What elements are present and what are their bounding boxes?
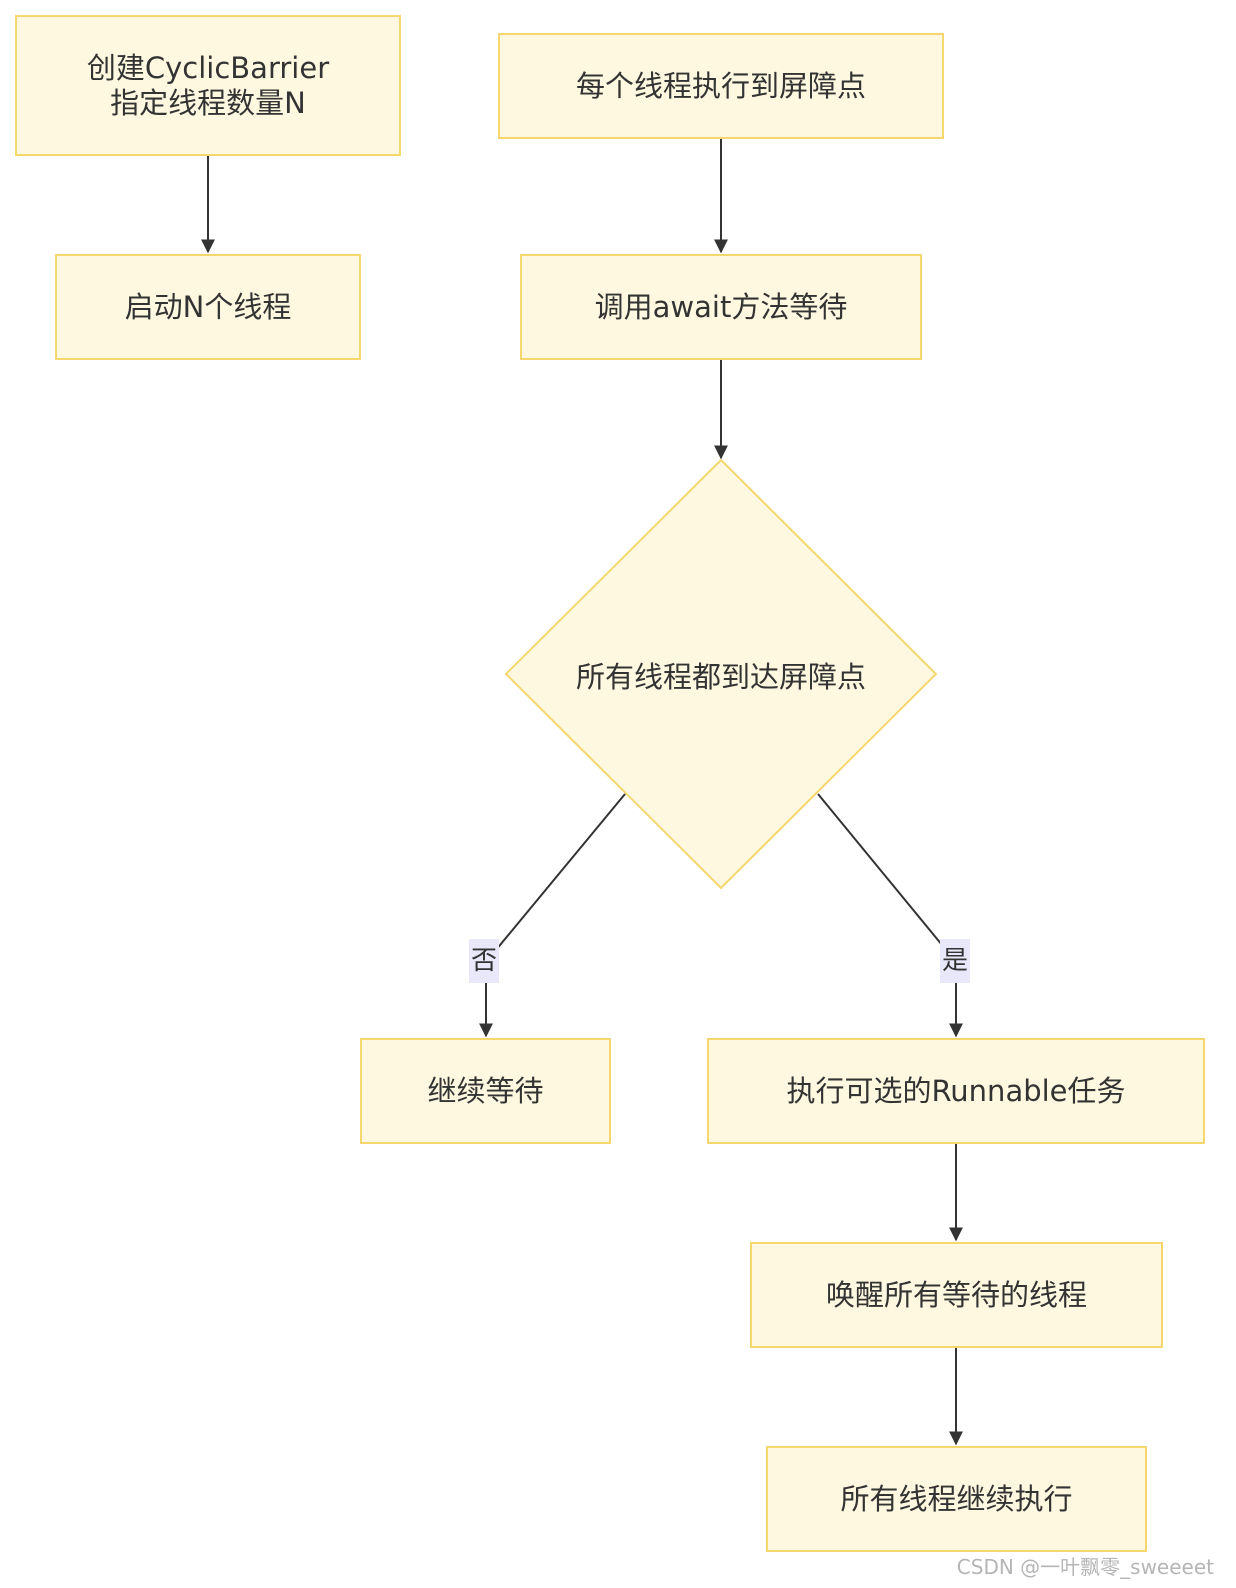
- node-call-await: 调用await方法等待: [520, 254, 922, 360]
- node-start-threads-label: 启动N个线程: [124, 289, 292, 324]
- edge-label-no: 否: [469, 939, 500, 983]
- watermark-text: CSDN @一叶飘零_sweeeet: [956, 1555, 1214, 1579]
- node-reach-barrier: 每个线程执行到屏障点: [498, 33, 944, 139]
- node-keep-waiting-label: 继续等待: [427, 1073, 544, 1108]
- node-run-runnable: 执行可选的Runnable任务: [707, 1038, 1205, 1144]
- node-wake-threads-label: 唤醒所有等待的线程: [825, 1277, 1087, 1312]
- node-call-await-label: 调用await方法等待: [594, 289, 848, 324]
- node-start-threads: 启动N个线程: [55, 254, 361, 360]
- node-keep-waiting: 继续等待: [360, 1038, 611, 1144]
- decision-diamond: [504, 458, 938, 890]
- decision-label: 所有线程都到达屏障点: [575, 660, 866, 694]
- node-create-barrier-line1: 创建CyclicBarrier: [86, 50, 330, 85]
- edge-label-yes: 是: [940, 939, 971, 983]
- node-continue-threads-label: 所有线程继续执行: [840, 1481, 1073, 1516]
- edge-decision-to-wait: [479, 793, 626, 1038]
- edge-decision-to-runnable: [817, 793, 963, 1038]
- node-continue-threads: 所有线程继续执行: [766, 1446, 1147, 1552]
- node-create-barrier: 创建CyclicBarrier 指定线程数量N: [15, 15, 401, 156]
- node-run-runnable-label: 执行可选的Runnable任务: [786, 1073, 1126, 1108]
- node-wake-threads: 唤醒所有等待的线程: [750, 1242, 1163, 1348]
- node-reach-barrier-label: 每个线程执行到屏障点: [575, 68, 866, 103]
- node-create-barrier-line2: 指定线程数量N: [110, 85, 306, 120]
